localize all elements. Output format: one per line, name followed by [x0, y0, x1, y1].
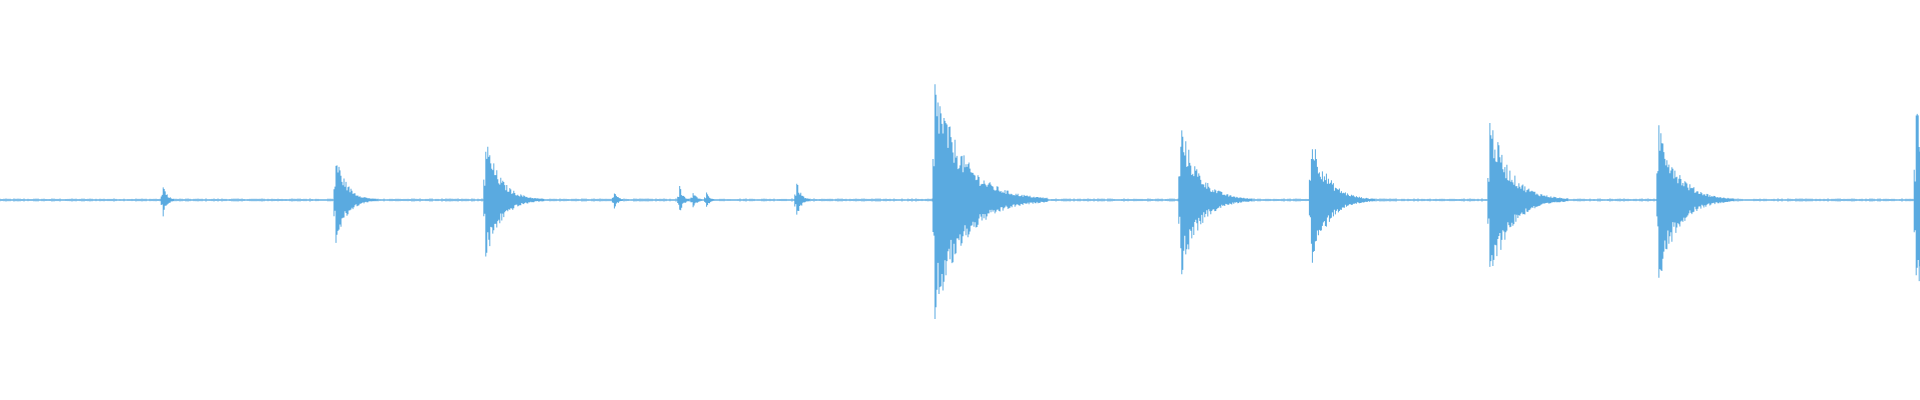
waveform-peak: [794, 183, 811, 215]
waveform-peak: [1178, 130, 1253, 275]
waveform-transient: [1178, 130, 1253, 275]
waveform-transient: [932, 84, 1048, 319]
waveform-transient: [333, 165, 379, 243]
waveform-transient: [1487, 123, 1569, 267]
waveform-transient: [483, 146, 545, 257]
waveform-transient: [1656, 125, 1735, 278]
waveform-transient: [704, 192, 715, 207]
waveform-peak: [1487, 123, 1569, 267]
waveform-peak: [1656, 125, 1735, 278]
waveform-peak: [611, 193, 623, 209]
waveform-transient: [160, 187, 174, 217]
waveform-peak: [1308, 149, 1375, 263]
waveform-peak: [483, 146, 545, 257]
waveform-peak: [932, 84, 1048, 319]
waveform-transient: [1308, 149, 1375, 263]
waveform-transient: [677, 186, 690, 211]
waveform-transient: [611, 193, 623, 209]
waveform-peak: [677, 186, 690, 211]
waveform-peak: [690, 193, 702, 208]
waveform-transient: [690, 193, 702, 208]
waveform-peak: [333, 165, 379, 243]
waveform-transient: [794, 183, 811, 215]
waveform-peak: [704, 192, 715, 207]
waveform-transient: [1913, 113, 1920, 282]
waveform-peak: [1913, 113, 1920, 282]
waveform-peak: [160, 187, 174, 217]
